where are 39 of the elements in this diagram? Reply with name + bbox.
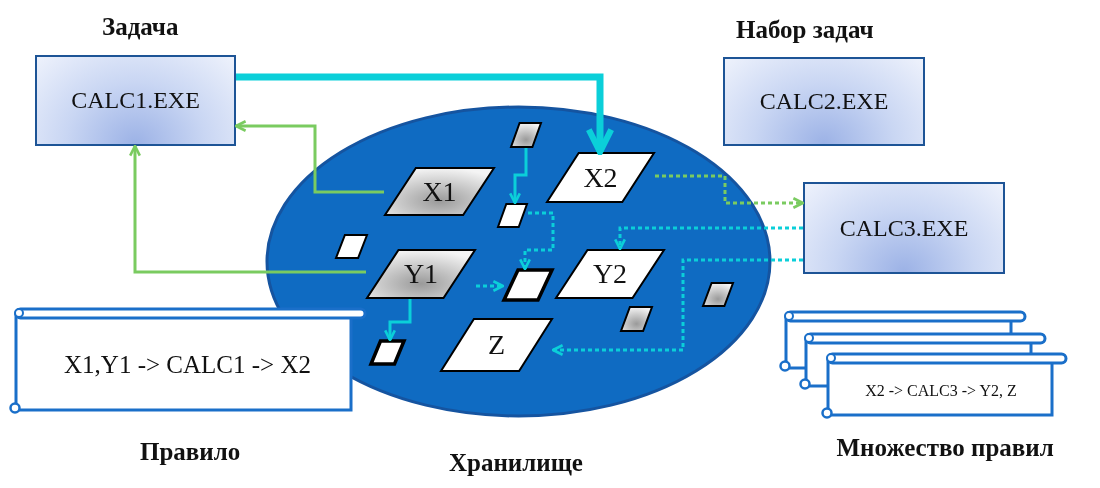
arrow — [236, 73, 615, 156]
data-parallelogram — [366, 249, 476, 299]
arrow — [383, 299, 412, 342]
rule-text: X2 -> CALC3 -> Y2, Z — [865, 381, 1017, 400]
program-box — [35, 55, 236, 146]
role-caption: Набор задач — [736, 16, 874, 44]
program-box — [723, 57, 925, 146]
data-parallelogram — [546, 152, 655, 203]
data-name-label: Y2 — [592, 258, 628, 290]
arrow — [518, 211, 555, 271]
role-caption: Задача — [102, 13, 179, 41]
data-name-label: X2 — [583, 161, 618, 194]
arrow — [128, 144, 366, 274]
storage-caption: Хранилище — [449, 449, 583, 477]
data-parallelogram — [370, 340, 405, 365]
arrow — [551, 258, 803, 357]
data-parallelogram — [702, 282, 734, 307]
data-name-label: Z — [487, 329, 506, 361]
data-parallelogram — [497, 203, 528, 228]
arrow — [613, 226, 803, 251]
rule-caption: Правило — [140, 438, 241, 466]
program-name: CALC1.EXE — [71, 87, 200, 114]
data-name-label: X1 — [422, 175, 457, 208]
data-parallelogram — [503, 269, 553, 301]
arrow — [476, 279, 505, 293]
arrow — [508, 148, 528, 205]
data-parallelogram — [384, 167, 495, 216]
program-name: CALC2.EXE — [759, 88, 889, 115]
rule-text: X1,Y1 -> CALC1 -> X2 — [64, 350, 311, 379]
data-parallelogram — [620, 306, 653, 332]
data-parallelogram — [335, 234, 368, 259]
arrow — [655, 174, 805, 210]
program-name: CALC3.EXE — [839, 214, 969, 242]
arrow — [234, 119, 384, 194]
rule-caption: Множество правил — [836, 434, 1054, 462]
data-parallelogram — [440, 318, 553, 372]
data-name-label: Y1 — [403, 258, 439, 290]
program-box — [803, 182, 1005, 274]
data-parallelogram — [510, 122, 542, 148]
